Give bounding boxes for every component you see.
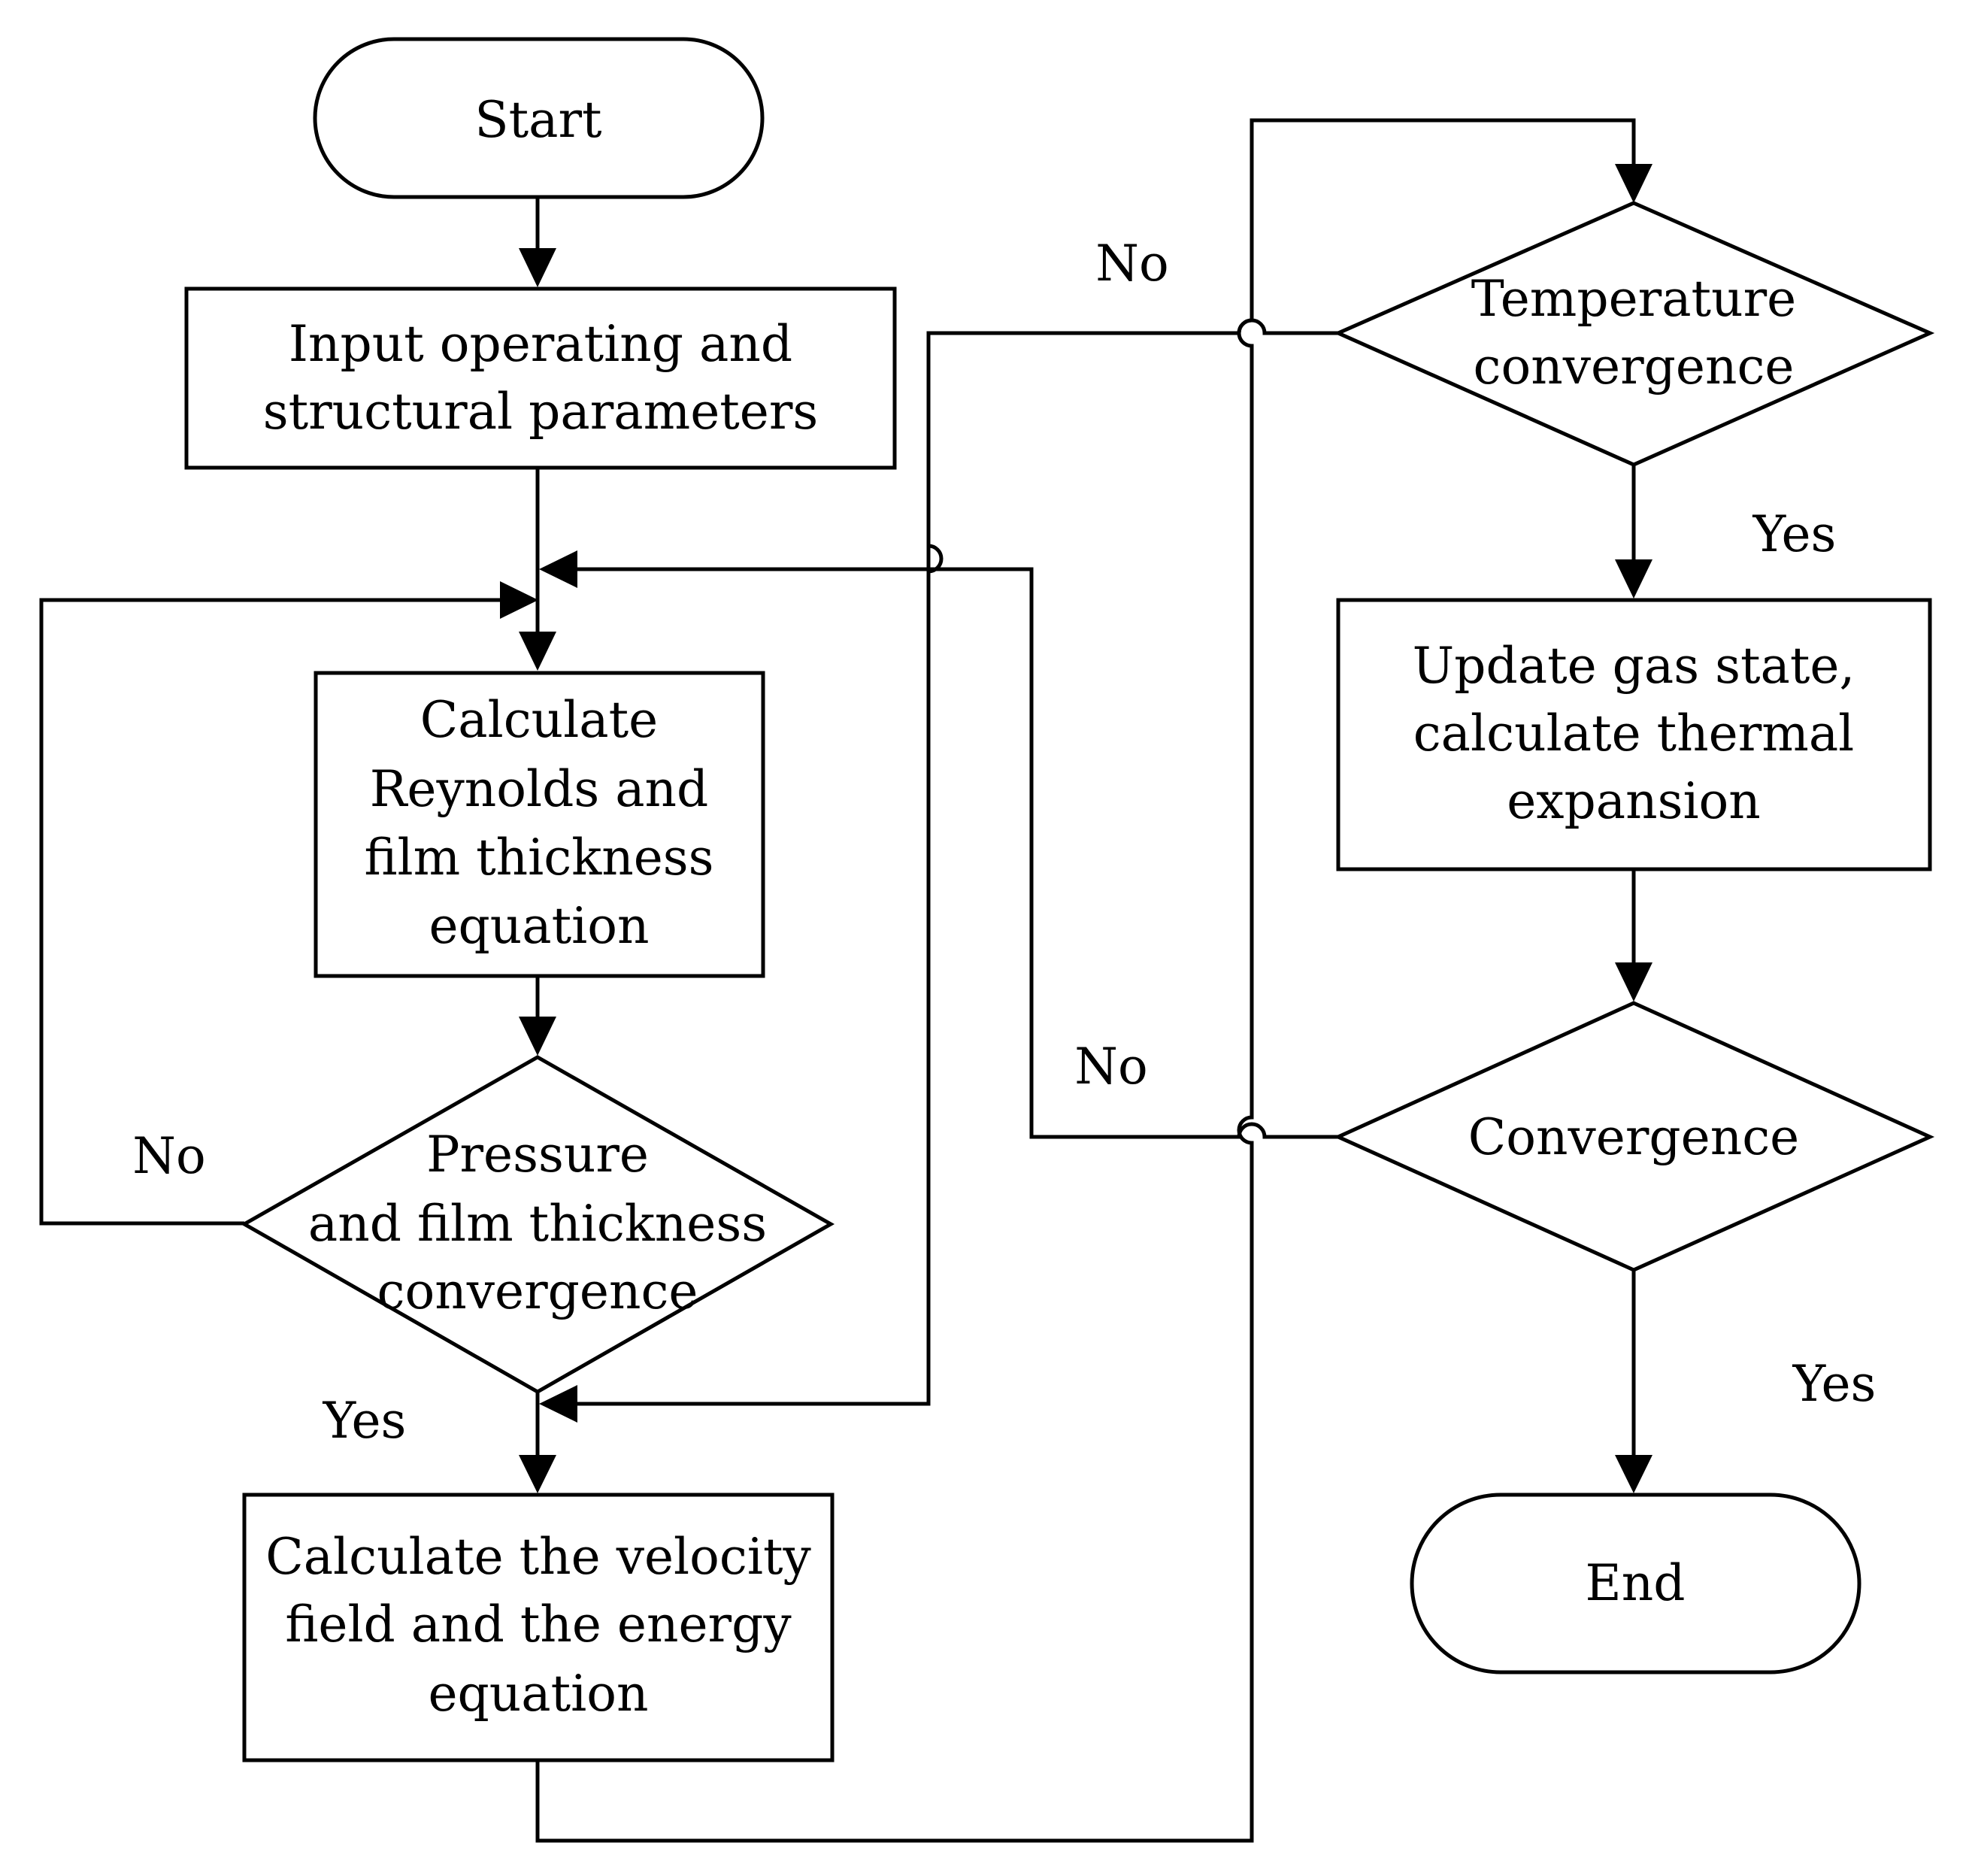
calculate-velocity-line-1: Calculate the velocity — [265, 1528, 811, 1586]
start-terminator-shape — [313, 37, 765, 199]
node-update-gas: Update gas state, calculate thermal expa… — [1336, 598, 1932, 871]
calculate-reynolds-line-1: Calculate — [420, 691, 658, 749]
edge-temperature-no — [577, 318, 1338, 1406]
node-input-parameters: Input operating and structural parameter… — [184, 286, 897, 470]
node-temperature-check: Temperature convergence — [1333, 201, 1935, 467]
end-label: End — [1586, 1554, 1686, 1612]
pressure-check-line-3: convergence — [377, 1262, 698, 1320]
temperature-check-line-2: convergence — [1474, 338, 1795, 396]
calculate-reynolds-line-4: equation — [429, 897, 649, 955]
edge-convergence-no — [577, 567, 1338, 1139]
convergence-check-label: Convergence — [1468, 1108, 1799, 1166]
update-gas-line-1: Update gas state, — [1413, 637, 1855, 695]
arrow-calculate-to-pressure — [519, 1017, 556, 1056]
node-start: Start — [313, 37, 765, 199]
arrow-convergence-yes — [1615, 1455, 1652, 1493]
arrow-pressure-no-loop — [500, 581, 538, 619]
node-end: End — [1410, 1493, 1861, 1674]
edge-labels: No Yes No Yes No Yes — [132, 235, 1876, 1450]
edges — [39, 118, 1652, 1843]
node-calculate-reynolds: Calculate Reynolds and film thickness eq… — [314, 671, 765, 978]
arrow-pressure-yes — [519, 1455, 556, 1493]
pressure-check-line-2: and film thickness — [308, 1195, 767, 1253]
arrow-temperature-yes — [1615, 559, 1652, 599]
node-convergence-check: Convergence — [1333, 1001, 1935, 1272]
arrow-velocity-to-temperature — [1615, 164, 1652, 203]
convergence-decision-diamond — [1333, 1001, 1935, 1272]
calculate-velocity-line-2: field and the energy — [285, 1596, 792, 1653]
input-label-line-2: structural parameters — [263, 383, 819, 441]
arrow-input-to-calculate — [519, 632, 556, 671]
arrow-start-to-input — [519, 248, 556, 287]
convergence-no-label: No — [1074, 1038, 1148, 1096]
start-label: Start — [474, 91, 601, 149]
update-gas-line-3: expansion — [1507, 772, 1761, 830]
pressure-yes-label: Yes — [323, 1392, 407, 1450]
arrow-temperature-no — [539, 1385, 577, 1423]
temperature-yes-label: Yes — [1752, 505, 1837, 563]
input-process-box — [184, 286, 897, 470]
calculate-velocity-line-3: equation — [428, 1665, 648, 1723]
end-terminator-shape — [1410, 1493, 1861, 1674]
temperature-no-label: No — [1095, 235, 1169, 292]
node-calculate-velocity: Calculate the velocity field and the ene… — [242, 1493, 835, 1762]
arrow-convergence-no — [539, 550, 577, 588]
calculate-reynolds-line-3: film thickness — [364, 829, 713, 886]
convergence-yes-label: Yes — [1792, 1355, 1877, 1413]
pressure-decision-diamond — [240, 1055, 835, 1394]
edge-pressure-no-loop — [39, 598, 500, 1226]
calculate-reynolds-box — [314, 671, 765, 978]
pressure-no-label: No — [132, 1127, 206, 1185]
temperature-decision-diamond — [1333, 201, 1935, 467]
arrow-update-to-convergence — [1615, 962, 1652, 1002]
node-pressure-check: Pressure and film thickness convergence — [240, 1055, 835, 1394]
update-gas-line-2: calculate thermal — [1413, 705, 1855, 762]
update-gas-box — [1336, 598, 1932, 871]
calculate-reynolds-line-2: Reynolds and — [370, 760, 709, 818]
input-label-line-1: Input operating and — [289, 315, 792, 373]
pressure-check-line-1: Pressure — [426, 1126, 649, 1183]
calculate-velocity-box — [242, 1493, 835, 1762]
temperature-check-line-1: Temperature — [1471, 270, 1796, 328]
